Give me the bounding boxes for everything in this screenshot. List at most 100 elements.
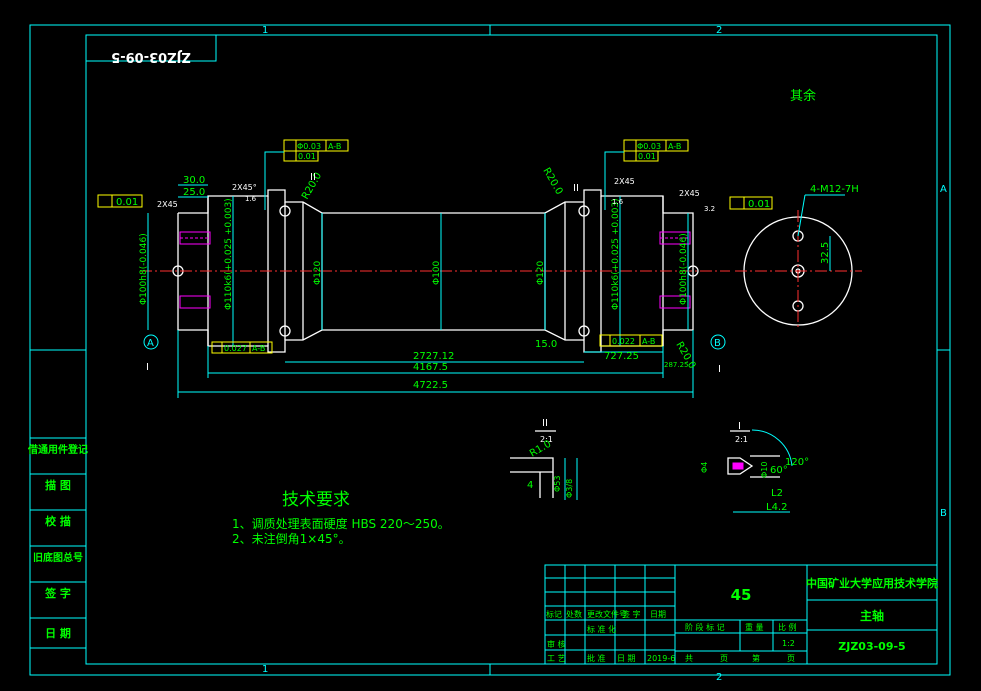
detail-ii-r: R1.0 bbox=[528, 439, 553, 460]
tb-h1: 标记 bbox=[546, 609, 562, 619]
datum-a: A bbox=[147, 338, 154, 349]
detail-i-a1: 120° bbox=[785, 457, 809, 468]
datum-b: B bbox=[714, 338, 721, 349]
dia-100-right: Φ100h8(-0.046) bbox=[679, 233, 689, 305]
detail-i-a2: 60° bbox=[770, 465, 788, 476]
tb-part: 主轴 bbox=[860, 608, 884, 623]
detail-i-d1: Φ10 bbox=[760, 462, 769, 478]
tb-h5: 日期 bbox=[650, 610, 666, 619]
detail-ii-d1: 4 bbox=[527, 480, 533, 491]
end-view: 4-M12-7H 32.5 bbox=[735, 184, 862, 330]
tb-row-review: 审 核 bbox=[547, 639, 566, 649]
tb-std: 标 准 化 bbox=[587, 624, 616, 634]
tb-stage: 阶 段 标 记 bbox=[685, 622, 725, 632]
chamfer-2: 2X45 bbox=[157, 200, 178, 209]
section-i-mark-right: I bbox=[718, 364, 721, 375]
side-row-6: 日 期 bbox=[45, 626, 71, 640]
fcf1-flat: 0.01 bbox=[298, 152, 316, 161]
notes-title: 技术要求 bbox=[282, 490, 350, 510]
fcf2-flat: 0.01 bbox=[638, 152, 656, 161]
dia-120-right: Φ120 bbox=[536, 260, 546, 285]
grid-col-2-bottom: 2 bbox=[716, 672, 722, 683]
roughness-note: 其余 bbox=[790, 88, 816, 104]
detail-i-title: I bbox=[738, 421, 741, 432]
fcf2-ref: A-B bbox=[668, 142, 681, 151]
chamfer-4: 2X45 bbox=[679, 189, 700, 198]
roughness-2: 1.6 bbox=[612, 198, 624, 206]
side-row-5: 签 字 bbox=[44, 586, 71, 600]
side-row-1: 借通用件登记 bbox=[27, 443, 88, 456]
section-i-mark-left: I bbox=[146, 362, 149, 373]
roughness-1: 1.6 bbox=[245, 195, 257, 203]
tb-material: 45 bbox=[731, 586, 752, 604]
end-view-thread: 4-M12-7H bbox=[810, 184, 859, 195]
bottom-dimensions: 0.027 A-B 0.022 A-B 2727.12 4167.5 4722.… bbox=[177, 330, 698, 398]
runout-right-ref: A-B bbox=[642, 337, 655, 346]
datum-a-circle bbox=[143, 334, 159, 350]
roughness-3: 3.2 bbox=[704, 205, 715, 213]
tb-date-label: 日 期 bbox=[617, 654, 636, 663]
side-row-2: 描 图 bbox=[45, 478, 71, 492]
detail-i: I 2:1 120° 60° Φ10 Φ4 L2 L4.2 bbox=[700, 421, 809, 513]
detail-i-scale: 2:1 bbox=[735, 435, 748, 444]
tb-sheet-unit: 页 bbox=[720, 654, 728, 663]
grid-col-1-top: 1 bbox=[262, 25, 268, 36]
inner-border bbox=[85, 34, 938, 665]
tb-date: 2019-6 bbox=[647, 654, 675, 663]
notes-line-1: 1、调质处理表面硬度 HBS 220～250。 bbox=[232, 516, 450, 531]
len-727: 727.25 bbox=[604, 351, 639, 362]
side-table: 借通用件登记 描 图 校 描 旧底图总号 签 字 日 期 bbox=[27, 437, 88, 649]
dia-110-right: Φ110k6(+0.025 +0.003) bbox=[611, 198, 621, 310]
dia-100-left: Φ100h8(-0.046) bbox=[139, 233, 149, 305]
tb-h3: 更改文件号 bbox=[587, 609, 627, 619]
grid-col-1-bottom: 1 bbox=[262, 664, 268, 675]
grid-row-a: A bbox=[940, 184, 947, 195]
detail-i-l1: L2 bbox=[771, 488, 783, 499]
dia-110-left: Φ110k6(+0.025 +0.003) bbox=[224, 198, 234, 310]
stamp-box bbox=[85, 34, 217, 62]
runout-left-ref: A-B bbox=[252, 344, 265, 353]
tb-h2: 处数 bbox=[566, 609, 582, 619]
end-view-dim: 32.5 bbox=[820, 242, 831, 264]
chamfer-1: 2X45° bbox=[232, 183, 257, 192]
tb-school: 中国矿业大学应用技术学院 bbox=[806, 576, 938, 590]
tb-scale: 1:2 bbox=[782, 639, 795, 648]
tb-sheet-unit2: 页 bbox=[787, 654, 795, 663]
section-ii-mark-left: II bbox=[310, 172, 316, 183]
len-4722: 4722.5 bbox=[413, 380, 448, 391]
dia-120-left: Φ120 bbox=[313, 260, 323, 285]
fcf2-circ: Φ0.03 bbox=[637, 142, 661, 151]
dim-30: 30.0 bbox=[183, 175, 205, 186]
grid-col-2-top: 2 bbox=[716, 25, 722, 36]
len-287: 287.25 bbox=[664, 361, 689, 369]
chamfer-3: 2X45 bbox=[614, 177, 635, 186]
len-4167: 4167.5 bbox=[413, 362, 448, 373]
tb-scale-label: 比 例 bbox=[778, 622, 797, 632]
tol-right: 0.01 bbox=[748, 199, 770, 210]
side-row-4: 旧底图总号 bbox=[33, 551, 83, 564]
tb-code: ZJZ03-09-5 bbox=[838, 640, 905, 653]
tol-left: 0.01 bbox=[116, 197, 138, 208]
tb-h4: 签 字 bbox=[622, 609, 641, 619]
detail-ii-scale: 2:1 bbox=[540, 435, 553, 444]
detail-ii-d2: Φ53 bbox=[553, 476, 562, 492]
tb-sheet-no: 第 bbox=[752, 653, 760, 663]
tb-weight: 重 量 bbox=[745, 622, 764, 632]
side-row-3: 校 描 bbox=[45, 514, 71, 528]
detail-ii: II 2:1 R1.0 4 Φ53 Φ3/8 bbox=[510, 418, 578, 500]
dim-25: 25.0 bbox=[183, 187, 205, 198]
datum-b-circle bbox=[710, 334, 726, 350]
runout-left: 0.027 bbox=[224, 344, 247, 353]
grid-row-b: B bbox=[940, 508, 947, 519]
dia-100-mid: Φ100 bbox=[432, 260, 442, 285]
detail-ii-title: II bbox=[542, 418, 548, 429]
title-block: 45 中国矿业大学应用技术学院 主轴 ZJZ03-09-5 标记 处数 更改文件… bbox=[544, 564, 938, 665]
tb-sheet-total: 共 bbox=[685, 654, 693, 663]
r-mid: R20.0 bbox=[540, 166, 564, 197]
tb-row-process: 工 艺 bbox=[547, 654, 566, 663]
fcf1-circ: Φ0.03 bbox=[297, 142, 321, 151]
detail-ii-d3: Φ3/8 bbox=[565, 479, 574, 498]
len-15: 15.0 bbox=[535, 339, 557, 350]
tb-approve: 批 准 bbox=[587, 653, 606, 663]
